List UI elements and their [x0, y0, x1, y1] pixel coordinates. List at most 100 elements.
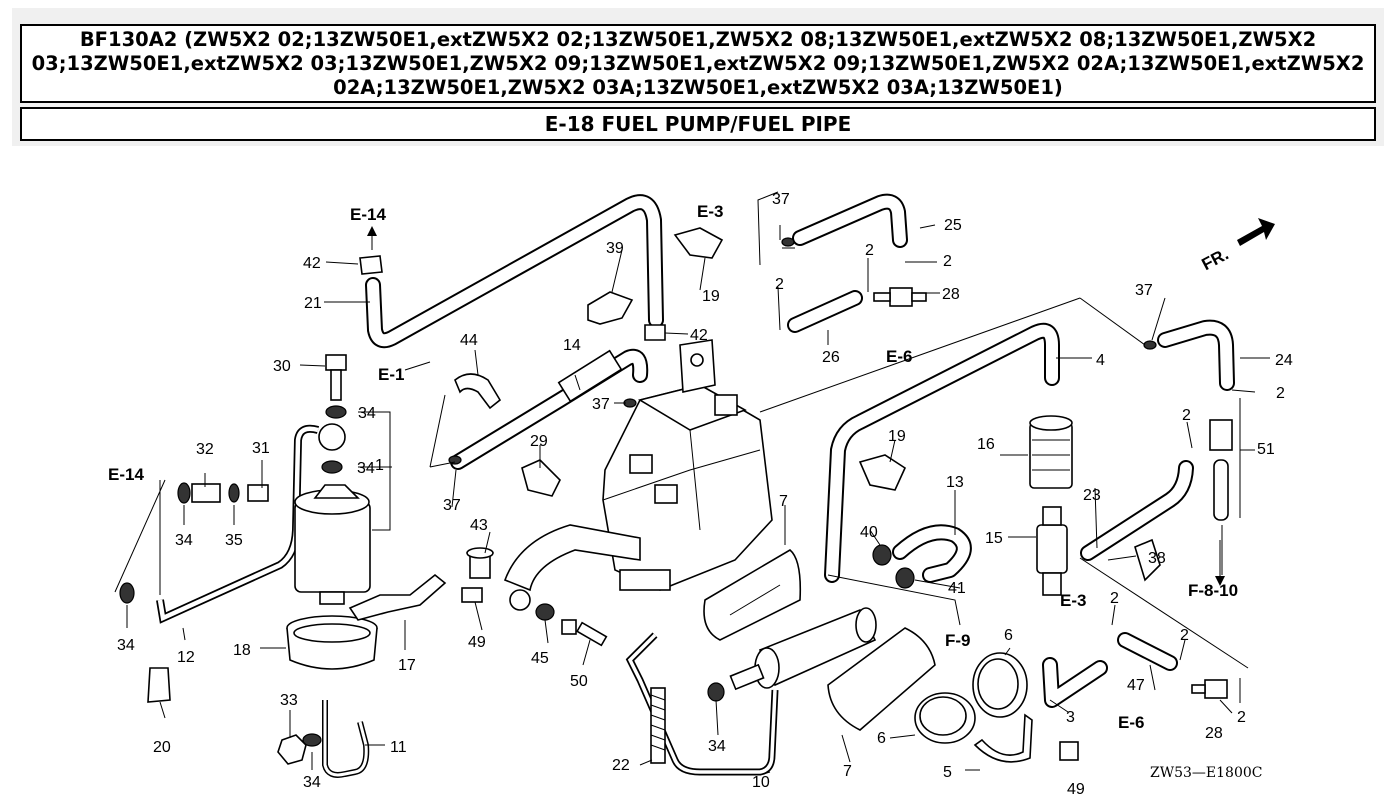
- washer-34d[interactable]: [302, 733, 322, 747]
- fuel-filter-1[interactable]: [294, 484, 371, 605]
- label-13: 13: [946, 474, 964, 491]
- label-3: 3: [1066, 709, 1075, 726]
- hose-23[interactable]: [1080, 460, 1194, 561]
- clamp-40[interactable]: [872, 544, 892, 566]
- label-5: 5: [943, 764, 952, 781]
- clip-29[interactable]: [521, 459, 561, 497]
- label-49b: 49: [1067, 781, 1085, 798]
- vapor-separator[interactable]: [503, 339, 773, 611]
- label-1: 1: [375, 457, 384, 474]
- front-arrow-icon: [1237, 218, 1275, 246]
- label-4: 4: [1096, 352, 1105, 369]
- label-37b: 37: [592, 396, 610, 413]
- label-32: 32: [196, 441, 214, 458]
- label-16: 16: [977, 436, 995, 453]
- clip-38[interactable]: [1134, 538, 1161, 582]
- clamp-39[interactable]: [587, 291, 634, 325]
- label-40: 40: [860, 524, 878, 541]
- label-6a: 6: [1004, 627, 1013, 644]
- label-29: 29: [530, 433, 548, 450]
- fitting-32[interactable]: [177, 482, 221, 504]
- washer-45[interactable]: [535, 603, 555, 621]
- nut-33[interactable]: [277, 734, 307, 765]
- clip-37a[interactable]: [781, 237, 795, 247]
- wire-10[interactable]: [625, 632, 779, 776]
- bolt-31[interactable]: [247, 484, 269, 502]
- hose-24[interactable]: [1157, 319, 1235, 391]
- banjo-joint[interactable]: [318, 423, 346, 451]
- hose-21[interactable]: [365, 194, 664, 349]
- label-43: 43: [470, 517, 488, 534]
- bolt-49a[interactable]: [461, 587, 483, 603]
- hose-47[interactable]: [1117, 632, 1178, 671]
- clamp-34c[interactable]: [119, 582, 135, 604]
- label-44: 44: [460, 332, 478, 349]
- label-2h: 2: [1237, 709, 1246, 726]
- label-6b: 6: [877, 730, 886, 747]
- clamp-19b[interactable]: [858, 454, 907, 491]
- washer-35[interactable]: [228, 483, 240, 503]
- pump-cover-7[interactable]: [703, 549, 802, 641]
- grommet-43[interactable]: [466, 547, 494, 579]
- joint-28a[interactable]: [873, 287, 927, 307]
- label-28b: 28: [1205, 725, 1223, 742]
- bolt-30[interactable]: [325, 354, 347, 401]
- band-5[interactable]: [973, 713, 1033, 763]
- pump-sleeve-7[interactable]: [827, 627, 936, 731]
- label-34b: 34: [357, 460, 375, 477]
- label-2c: 2: [775, 276, 784, 293]
- clamp-19a[interactable]: [673, 227, 724, 259]
- strainer-16[interactable]: [1029, 415, 1073, 489]
- label-7b: 7: [843, 763, 852, 780]
- hose-3[interactable]: [1042, 657, 1108, 708]
- front-marker: FR.: [1199, 244, 1232, 274]
- label-37a: 37: [772, 191, 790, 208]
- label-2b: 2: [943, 253, 952, 270]
- label-7a: 7: [779, 493, 788, 510]
- label-34a: 34: [358, 405, 376, 422]
- wire-11[interactable]: [322, 700, 370, 778]
- pipe-4[interactable]: [824, 322, 1060, 583]
- ref-e1: E-1: [378, 365, 404, 384]
- label-2a: 2: [865, 242, 874, 259]
- joint-28b[interactable]: [1191, 679, 1228, 699]
- washer-34e[interactable]: [707, 682, 725, 702]
- clamp-41[interactable]: [895, 567, 915, 589]
- clip-20[interactable]: [147, 667, 171, 703]
- rubber-ring-6a[interactable]: [972, 652, 1028, 718]
- ref-f8-10: F-8-10: [1188, 581, 1238, 600]
- label-14: 14: [563, 337, 581, 354]
- clip-37d[interactable]: [1143, 340, 1157, 350]
- bracket-17[interactable]: [348, 573, 447, 621]
- label-19a: 19: [702, 288, 720, 305]
- spring-22[interactable]: [650, 687, 666, 764]
- hose-25[interactable]: [792, 193, 908, 248]
- fuel-pump[interactable]: [729, 607, 877, 691]
- rubber-ring-6b[interactable]: [914, 692, 976, 744]
- label-26: 26: [822, 349, 840, 366]
- label-34e: 34: [303, 774, 321, 791]
- label-30: 30: [273, 358, 291, 375]
- hose-26[interactable]: [787, 290, 863, 333]
- clip-42b[interactable]: [644, 324, 666, 341]
- hose-13[interactable]: [892, 524, 972, 583]
- clip-37c[interactable]: [448, 455, 462, 465]
- model-title: BF130A2 (ZW5X2 02;13ZW50E1,extZW5X2 02;1…: [20, 24, 1376, 103]
- fuel-filter-15[interactable]: [1036, 506, 1068, 596]
- parts-diagram: FR. 1 2 2 2 2 2 2 2 2 3 4 5 6 6 7 7 10 1…: [108, 191, 1293, 798]
- valve-51[interactable]: [1209, 419, 1233, 521]
- label-21: 21: [304, 295, 322, 312]
- clamp-18[interactable]: [286, 615, 378, 670]
- pipe-14[interactable]: [450, 348, 649, 470]
- label-34d: 34: [117, 637, 135, 654]
- section-title: E-18 FUEL PUMP/FUEL PIPE: [20, 107, 1376, 141]
- ref-e6-top: E-6: [886, 347, 912, 366]
- label-23: 23: [1083, 487, 1101, 504]
- washer-34b[interactable]: [321, 460, 343, 474]
- label-24: 24: [1275, 352, 1293, 369]
- bolt-50[interactable]: [561, 619, 608, 647]
- clamp-44[interactable]: [454, 373, 502, 410]
- bolt-49b[interactable]: [1059, 741, 1079, 761]
- washer-34a[interactable]: [325, 405, 347, 419]
- clip-42a[interactable]: [359, 255, 383, 275]
